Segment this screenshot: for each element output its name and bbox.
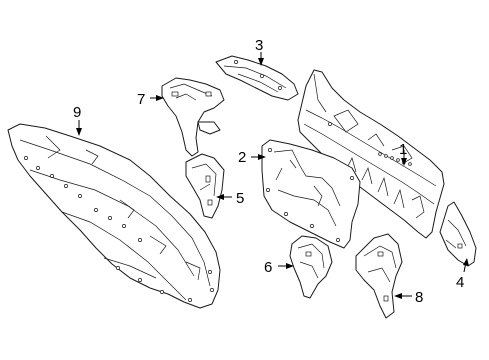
leader-5	[216, 194, 232, 200]
callout-2: 2	[238, 149, 246, 166]
leader-9	[76, 120, 82, 136]
part-2-inner-panel[interactable]	[261, 139, 361, 249]
callout-3: 3	[255, 37, 263, 54]
callout-7: 7	[137, 91, 145, 108]
leader-7	[150, 95, 164, 101]
leader-2	[251, 154, 266, 160]
callout-5: 5	[236, 190, 244, 207]
leader-4	[463, 258, 469, 273]
leader-3	[258, 52, 264, 66]
part-5-bracket[interactable]	[185, 153, 225, 219]
leader-1	[401, 150, 407, 166]
leader-6	[278, 263, 294, 269]
part-1-dash-panel[interactable]	[297, 69, 445, 239]
callout-6: 6	[264, 259, 272, 276]
callout-8: 8	[415, 289, 423, 306]
leader-8	[394, 293, 412, 299]
part-4-side-bracket[interactable]	[439, 201, 477, 267]
part-8-bracket[interactable]	[355, 233, 403, 319]
part-3-reinforcement[interactable]	[215, 55, 299, 101]
callout-9: 9	[73, 104, 81, 121]
part-6-bracket[interactable]	[289, 235, 333, 299]
callout-4: 4	[456, 274, 464, 291]
part-7-bracket[interactable]	[161, 77, 225, 157]
callout-1: 1	[399, 141, 407, 158]
part-9-insulator[interactable]	[7, 123, 221, 309]
